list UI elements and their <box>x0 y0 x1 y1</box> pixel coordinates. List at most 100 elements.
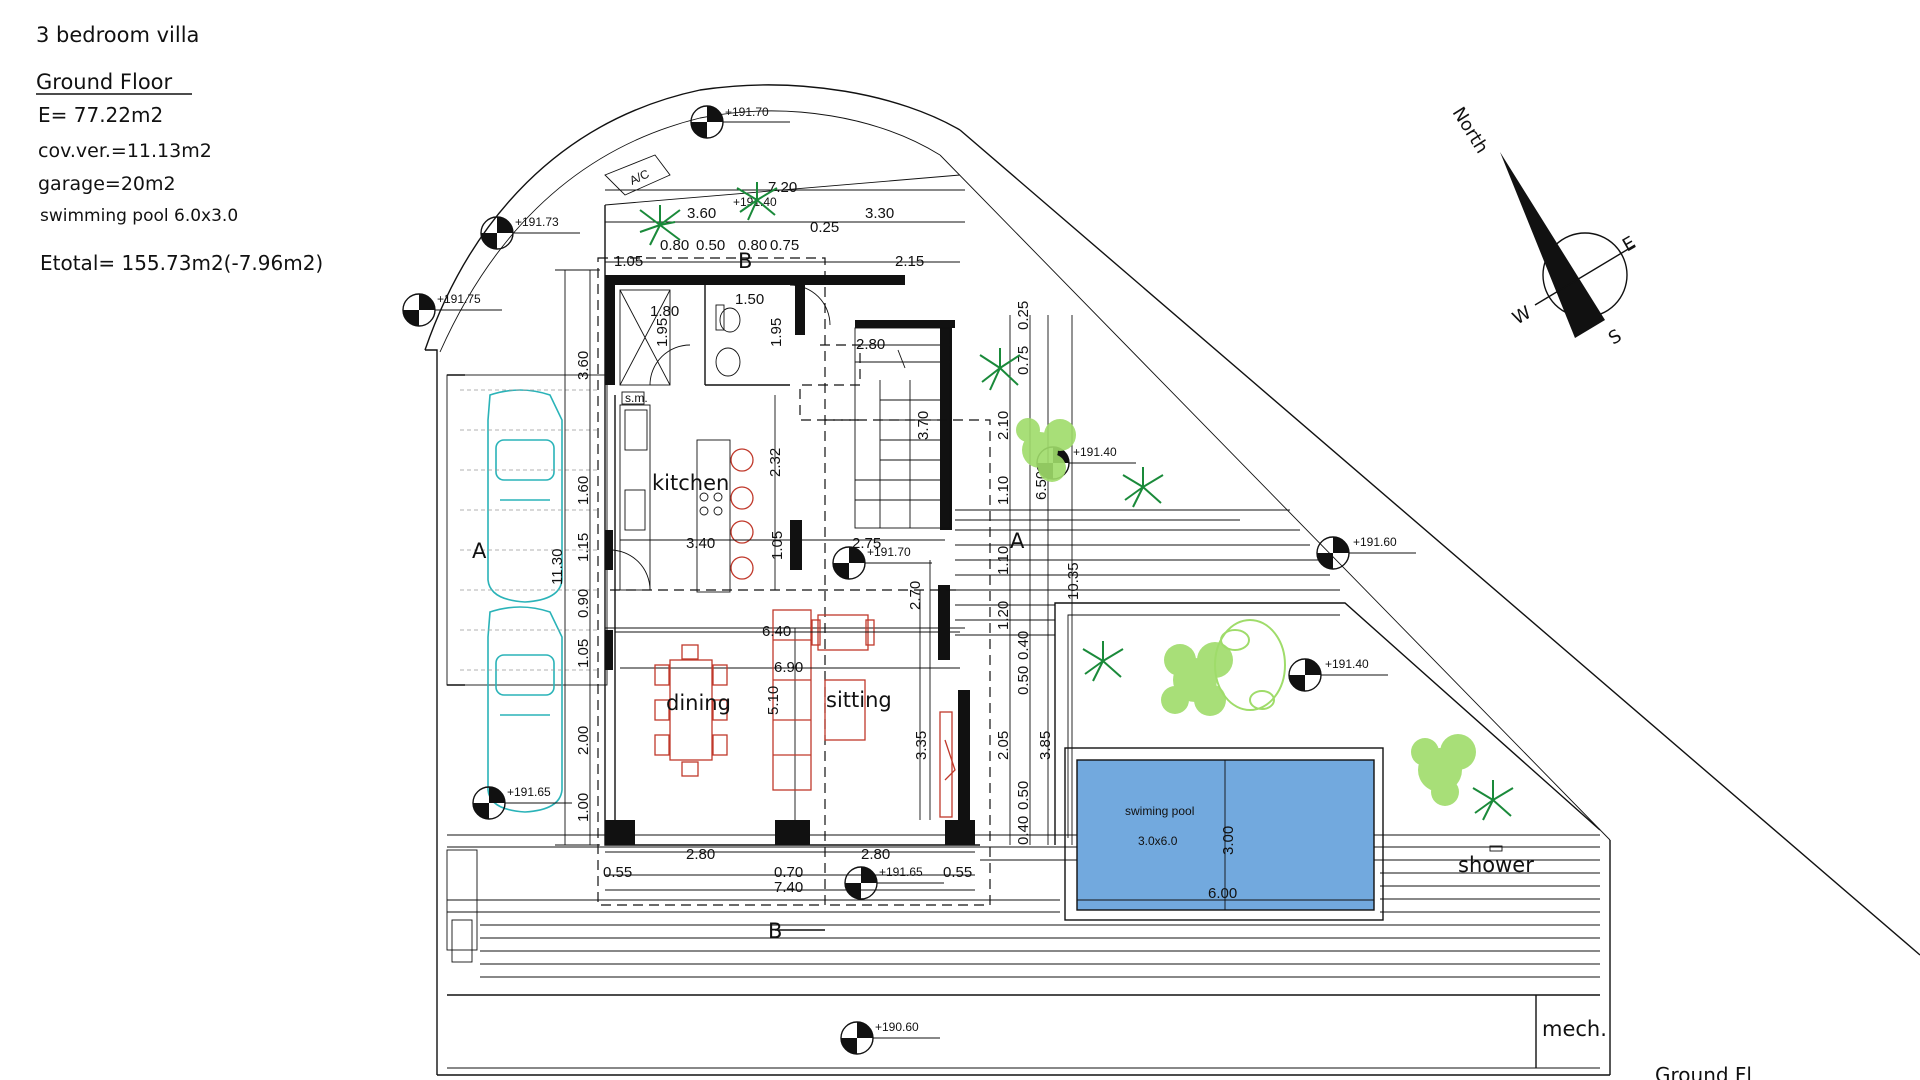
dim-right-0-40b: 0.40 <box>1015 816 1032 845</box>
dim-inner-3-35: 3.35 <box>913 731 930 760</box>
section-markers: B B A <box>738 249 1025 943</box>
dim-right-0-50b: 0.50 <box>1015 781 1032 810</box>
bar-stool <box>730 448 754 472</box>
dim-top-3-30: 3.30 <box>865 205 894 222</box>
dim-right-0-75: 0.75 <box>1015 346 1032 375</box>
dim-left-3-60: 3.60 <box>575 351 592 380</box>
dim-inner-6-40: 6.40 <box>762 623 791 640</box>
dim-right-1-10a: 1.10 <box>995 476 1012 505</box>
kitchen-label: kitchen <box>652 471 729 495</box>
area-e-label: E= 77.22m2 <box>38 103 163 127</box>
boundary-arc-inner <box>439 110 941 353</box>
dim-top-2-15: 2.15 <box>895 253 924 270</box>
total-area-label: Etotal= 155.73m2(-7.96m2) <box>40 251 323 275</box>
svg-text:+191.70: +191.70 <box>867 545 911 559</box>
svg-text:+191.40: +191.40 <box>1073 445 1117 459</box>
level-marker: +191.65 <box>472 785 572 820</box>
pool-label: swiming pool <box>1125 804 1194 818</box>
ac-unit <box>604 154 671 196</box>
staircase <box>799 327 951 529</box>
dimensions-left: 3.60 1.60 1.15 0.90 1.05 2.00 1.00 11.30 <box>549 269 600 846</box>
level-marker: +191.70 <box>690 105 790 139</box>
dining: dining <box>654 644 731 777</box>
house-walls <box>597 174 991 906</box>
entry-canopy: A/C <box>604 154 671 196</box>
dining-table <box>669 659 713 761</box>
palm-icon <box>639 205 681 246</box>
dim-bottom-2-80b: 2.80 <box>861 846 890 863</box>
dimensions-top: 7.20 3.60 3.30 0.25 1.05 0.80 0.50 0.80 … <box>605 179 965 320</box>
svg-text:+191.75: +191.75 <box>437 292 481 306</box>
dim-inner-2-32: 2.32 <box>767 448 784 477</box>
svg-text:+191.65: +191.65 <box>879 865 923 879</box>
level-marker: +191.65 <box>844 865 944 900</box>
north-wall <box>605 275 905 285</box>
dim-top-0-80b: 0.80 <box>738 237 767 254</box>
level-marker: +191.70 <box>832 545 932 580</box>
car-lower <box>487 606 563 813</box>
dim-right-2-05: 2.05 <box>995 731 1012 760</box>
palm-icon <box>736 182 778 221</box>
bar-stool <box>730 556 754 580</box>
first-floor-outline <box>597 257 826 906</box>
pool-size-inline: 3.0x6.0 <box>1138 834 1178 848</box>
dimensions-bottom: 2.80 2.80 0.55 0.70 0.55 7.40 <box>603 846 975 896</box>
swimming-pool: swiming pool 3.0x6.0 3.00 6.00 shower me… <box>1064 747 1607 1041</box>
dim-top-3-60: 3.60 <box>687 205 716 222</box>
column-south-middle <box>775 820 810 845</box>
dim-bottom-0-55a: 0.55 <box>603 864 632 881</box>
dim-inner-5-10: 5.10 <box>765 686 782 715</box>
dim-top-0-50: 0.50 <box>696 237 725 254</box>
armchair <box>817 614 869 651</box>
dim-inner-3-70: 3.70 <box>915 411 932 440</box>
dimensions-inner: 1.95 1.95 2.80 3.70 2.32 3.40 1.05 2.75 … <box>615 318 960 820</box>
covered-veranda-label: cov.ver.=11.13m2 <box>38 140 212 162</box>
dim-inner-1-95a: 1.95 <box>654 318 671 347</box>
dim-right-3-85: 3.85 <box>1037 731 1054 760</box>
wc-door-swing <box>789 284 831 326</box>
dining-label: dining <box>666 691 731 715</box>
boundary-diagonal-inner <box>939 154 1611 841</box>
pool-dim-width: 3.00 <box>1220 826 1237 855</box>
svg-text:+191.40: +191.40 <box>1325 657 1369 671</box>
level-marker: +191.40 <box>1288 657 1388 692</box>
sitting-label: sitting <box>826 688 892 712</box>
title-block: 3 bedroom villa Ground Floor E= 77.22m2 … <box>36 23 323 275</box>
plot-boundary <box>424 84 1920 1076</box>
dim-bottom-0-70: 0.70 <box>774 864 803 881</box>
dim-left-2-00: 2.00 <box>575 726 592 755</box>
shrub-icon <box>1411 734 1476 806</box>
tv-unit <box>939 711 953 818</box>
boundary-left-edge <box>425 349 438 1075</box>
svg-text:+191.60: +191.60 <box>1353 535 1397 549</box>
kitchen-counter <box>619 404 651 591</box>
dim-left-11-30: 11.30 <box>549 549 566 585</box>
garage-slab <box>446 374 608 686</box>
dim-top-0-25: 0.25 <box>810 219 839 236</box>
dim-top-7-20: 7.20 <box>768 179 797 196</box>
pool-size-label: swimming pool 6.0x3.0 <box>40 206 238 226</box>
pool-surround <box>1064 747 1384 921</box>
section-a-left: A <box>472 539 487 563</box>
stair-upper-dashed <box>799 344 861 421</box>
section-a-right: A <box>1010 529 1025 553</box>
north-arrow: North E W S <box>1448 104 1640 350</box>
level-marker: +191.75 <box>402 292 502 327</box>
dim-right-0-50a: 0.50 <box>1015 666 1032 695</box>
svg-text:+191.70: +191.70 <box>725 105 769 119</box>
section-b-top: B <box>738 249 752 273</box>
shrub-icon <box>1016 418 1076 482</box>
palm-icon <box>1472 780 1514 821</box>
svg-text:+190.60: +190.60 <box>875 1020 919 1034</box>
dim-top-1-05: 1.05 <box>614 253 643 270</box>
level-marker: +191.73 <box>480 215 580 250</box>
shower-fixture <box>1489 845 1503 852</box>
dim-bottom-0-55b: 0.55 <box>943 864 972 881</box>
kitchen-sink <box>624 489 646 531</box>
dim-left-1-05: 1.05 <box>575 639 592 668</box>
shrub-icon <box>1214 619 1286 711</box>
bar-stool <box>730 486 754 510</box>
coffee-table <box>824 679 866 741</box>
palm-icon <box>1082 641 1124 682</box>
